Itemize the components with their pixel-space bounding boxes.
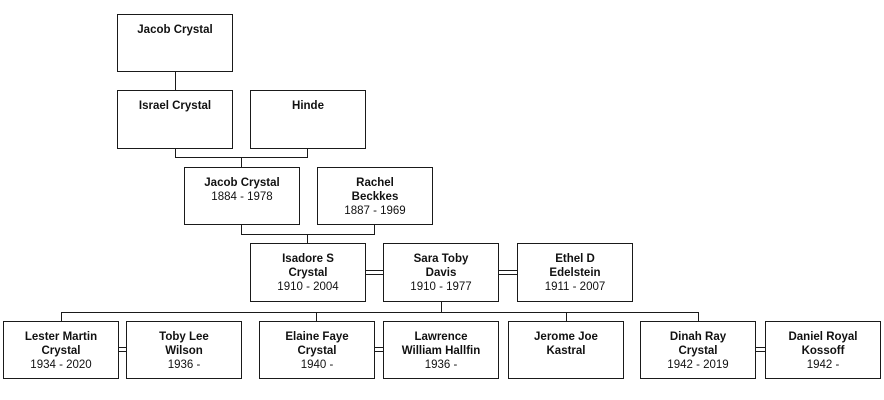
person-toby-lee-wilson[interactable]: Toby Lee Wilson 1936 -	[126, 321, 242, 379]
person-ethel-d-edelstein[interactable]: Ethel D Edelstein 1911 - 2007	[517, 243, 633, 302]
person-name: Elaine Faye Crystal	[285, 331, 349, 357]
person-elaine-faye-crystal[interactable]: Elaine Faye Crystal 1940 -	[259, 321, 375, 379]
person-jerome-joe-kastral[interactable]: Jerome Joe Kastral	[508, 321, 624, 379]
person-lester-martin-crystal[interactable]: Lester Martin Crystal 1934 - 2020	[3, 321, 119, 379]
person-name: Toby Lee Wilson	[159, 331, 209, 357]
person-lawrence-william-hallfin[interactable]: Lawrence William Hallfin 1936 -	[383, 321, 499, 379]
person-dates: 1934 - 2020	[30, 359, 92, 371]
person-dates: 1910 - 2004	[277, 281, 339, 293]
person-name: Hinde	[292, 100, 324, 112]
person-name: Daniel Royal Kossoff	[788, 331, 858, 357]
person-sara-toby-davis[interactable]: Sara Toby Davis 1910 - 1977	[383, 243, 499, 302]
person-isadore-s-crystal[interactable]: Isadore S Crystal 1910 - 2004	[250, 243, 366, 302]
person-dates: 1887 - 1969	[344, 205, 406, 217]
person-dates: 1910 - 1977	[410, 281, 472, 293]
person-name: Jerome Joe Kastral	[534, 331, 598, 357]
person-dates: 1940 -	[300, 359, 334, 371]
person-name: Lester Martin Crystal	[24, 331, 98, 357]
person-dates: 1884 - 1978	[211, 191, 273, 203]
person-dates: 1942 - 2019	[667, 359, 729, 371]
person-jacob-crystal[interactable]: Jacob Crystal 1884 - 1978	[184, 167, 300, 225]
person-name: Sara Toby Davis	[413, 253, 469, 279]
person-name: Dinah Ray Crystal	[669, 331, 727, 357]
person-israel-crystal[interactable]: Israel Crystal	[117, 90, 233, 149]
person-name: Isadore S Crystal	[282, 253, 334, 279]
person-name: Ethel D Edelstein	[549, 253, 601, 279]
person-dates: 1942 -	[806, 359, 840, 371]
person-dates: 1936 -	[167, 359, 201, 371]
person-dinah-ray-crystal[interactable]: Dinah Ray Crystal 1942 - 2019	[640, 321, 756, 379]
person-name: Jacob Crystal	[137, 24, 213, 36]
person-name: Lawrence William Hallfin	[401, 331, 481, 357]
person-dates: 1911 - 2007	[544, 281, 606, 293]
person-name: Rachel Beckkes	[351, 177, 399, 203]
person-hinde[interactable]: Hinde	[250, 90, 366, 149]
person-name: Jacob Crystal	[204, 177, 280, 189]
person-name: Israel Crystal	[138, 100, 212, 112]
person-daniel-royal-kossoff[interactable]: Daniel Royal Kossoff 1942 -	[765, 321, 881, 379]
person-rachel-beckkes[interactable]: Rachel Beckkes 1887 - 1969	[317, 167, 433, 225]
person-dates: 1936 -	[424, 359, 458, 371]
person-jacob-crystal-sr[interactable]: Jacob Crystal	[117, 14, 233, 72]
